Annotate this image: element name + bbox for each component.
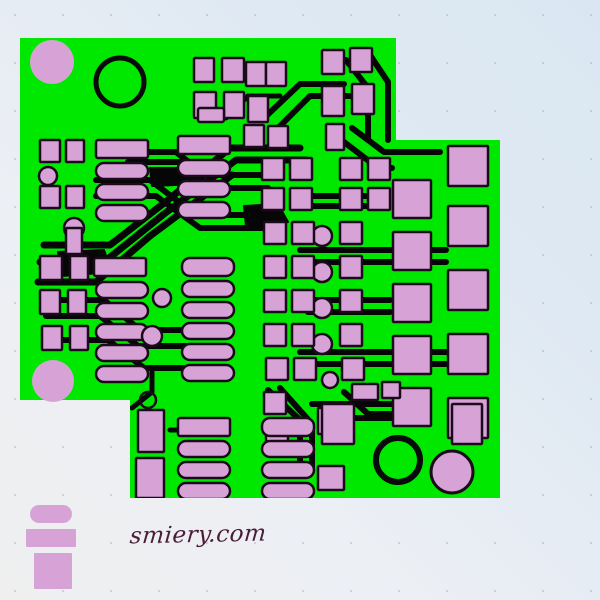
dip-footprint-d: [180, 256, 236, 383]
mounting-hole-layer[interactable]: [30, 40, 475, 495]
connector-footprint-bottom-left: [134, 390, 166, 498]
smd-pad-group-top: [192, 46, 376, 152]
power-pad-column: [391, 178, 433, 428]
dip-footprint-c: [92, 256, 150, 384]
dip-footprint-bottom-left: [176, 416, 232, 498]
mounting-pad-top-left[interactable]: [30, 40, 74, 84]
smd-pad-group-left: [38, 138, 90, 352]
mounting-pad-bottom-left[interactable]: [32, 360, 74, 402]
watermark-text: smiery.com: [128, 520, 268, 550]
mounting-pad-bottom-right[interactable]: [429, 449, 475, 495]
dip-footprint-b: [176, 134, 232, 220]
drill-ring-top-left[interactable]: [93, 55, 147, 109]
via-teardrop-group-left: [37, 165, 86, 256]
dip-footprint-bottom-right: [260, 416, 316, 498]
smd-pad-grid-right: [338, 156, 392, 382]
stray-pad-square[interactable]: [34, 553, 72, 589]
stray-pad-pill[interactable]: [30, 505, 72, 523]
smd-pad-group-bottom-right: [320, 402, 484, 446]
copper-pad-layer[interactable]: [37, 46, 490, 499]
drill-ring-bottom-right[interactable]: [373, 435, 423, 485]
smd-pad-grid-center: [260, 156, 318, 416]
stray-pad-rect[interactable]: [26, 529, 76, 547]
dip-footprint-a: [94, 138, 150, 223]
